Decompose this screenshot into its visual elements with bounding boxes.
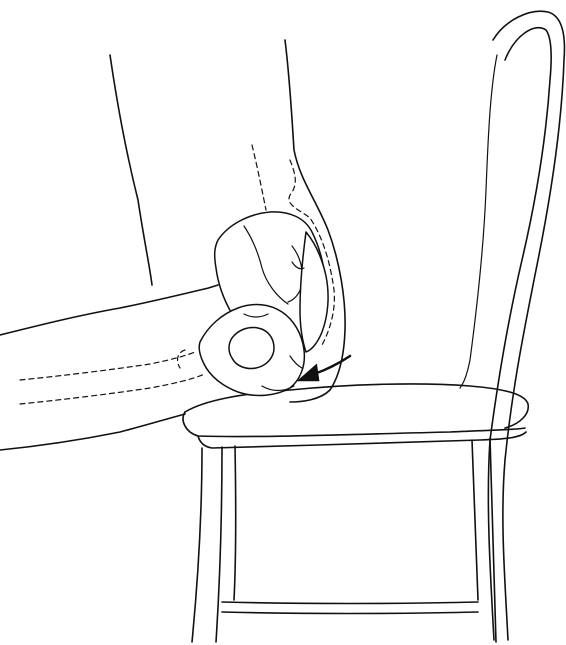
pelvis-bones: [199, 212, 328, 396]
chair-back-panel-front: [460, 190, 486, 388]
chair-seat-front: [183, 412, 525, 437]
sacrum-bone: [300, 232, 328, 352]
chair-back-inner: [488, 28, 551, 640]
thigh-top-outline: [0, 285, 218, 335]
chair-stretcher-top: [222, 602, 478, 604]
chair-front-leg-right: [216, 447, 222, 642]
thigh-bottom-outline: [0, 414, 185, 450]
chair-back-outer: [493, 11, 564, 640]
chair-mid-leg-left: [234, 446, 236, 600]
torso-front-outline: [110, 55, 152, 285]
femur-dashed-upper: [20, 352, 195, 380]
spine-dashed-line: [252, 145, 266, 210]
chair-stretcher-bottom: [222, 612, 478, 614]
femur-dashed-curve: [178, 350, 185, 368]
chair-back-leg-left: [472, 440, 478, 600]
pressure-arrow: [300, 356, 350, 380]
chair-back-panel: [486, 55, 497, 190]
arrow-shaft: [314, 356, 350, 374]
femur-dashed-lower: [20, 374, 205, 404]
chair-front-leg-left: [192, 448, 202, 642]
obturator-foramen: [229, 327, 274, 368]
